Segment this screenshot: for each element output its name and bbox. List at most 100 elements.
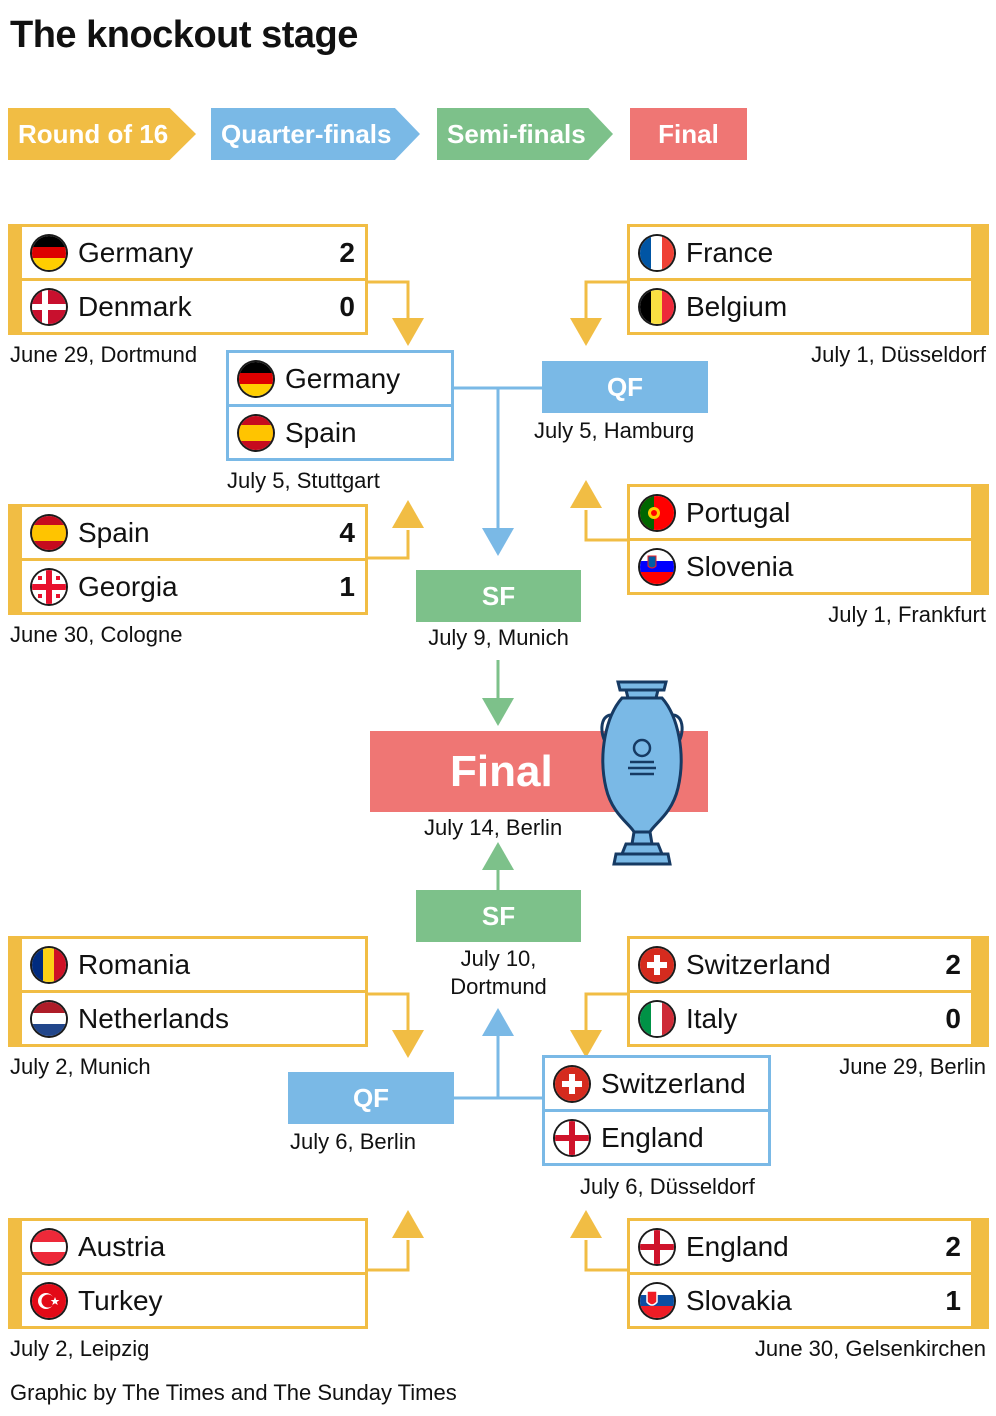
team-name: Spain <box>78 516 150 548</box>
arrow-qf-bottom <box>482 1008 514 1036</box>
team-row: Portugal <box>630 487 971 538</box>
denmark-flag-icon <box>32 289 66 324</box>
team-row: England 2 <box>630 1221 971 1272</box>
qf-bottom-left-label: QF <box>288 1072 454 1124</box>
team-row: Netherlands <box>22 993 365 1044</box>
legend-final: Final <box>630 108 747 160</box>
match-france-belgium: France Belgium <box>627 224 989 335</box>
switzerland-flag-icon <box>555 1066 589 1101</box>
team-name: France <box>686 236 774 268</box>
match-qf-switzerland-england: Switzerland England <box>542 1055 771 1166</box>
team-name: England <box>686 1230 789 1262</box>
team-score: 2 <box>339 236 355 268</box>
arrow-por-slo <box>570 480 602 508</box>
arrow-sui-ita <box>570 1030 602 1058</box>
match-date: July 1, Düsseldorf <box>811 342 986 367</box>
final-date: July 14, Berlin <box>424 815 563 840</box>
connector-rom-ned <box>366 992 410 1030</box>
credit-line: Graphic by The Times and The Sunday Time… <box>10 1380 457 1405</box>
team-row: Germany <box>229 353 451 404</box>
match-spain-georgia: Spain 4 Georgia 1 <box>8 504 368 615</box>
match-date: July 1, Frankfurt <box>828 602 986 627</box>
match-date: July 5, Stuttgart <box>227 468 380 493</box>
match-date: June 29, Berlin <box>839 1054 986 1079</box>
match-portugal-slovenia: Portugal Slovenia <box>627 484 989 595</box>
trophy-icon <box>600 680 684 866</box>
team-row: Germany 2 <box>22 227 365 278</box>
team-name: Turkey <box>78 1284 163 1316</box>
team-row: Romania <box>22 939 365 990</box>
team-score: 1 <box>945 1284 961 1316</box>
match-qf-germany-spain: Germany Spain <box>226 350 454 461</box>
team-row: Italy 0 <box>630 993 971 1044</box>
romania-flag-icon <box>32 947 66 982</box>
sf-bottom-date-line1: July 10, <box>460 946 537 971</box>
belgium-flag-icon <box>640 289 674 324</box>
connector-fra-bel <box>584 280 628 318</box>
sf-top-label: SF <box>416 570 581 622</box>
arrow-sf-top <box>482 698 514 726</box>
arrow-ger-den <box>392 318 424 346</box>
spain-flag-icon <box>32 515 66 550</box>
turkey-flag-icon <box>32 1283 66 1318</box>
team-row: Denmark 0 <box>22 281 365 332</box>
team-name: Germany <box>78 236 194 268</box>
arrow-rom-ned <box>392 1030 424 1058</box>
team-score: 0 <box>945 1002 961 1034</box>
team-score: 4 <box>339 516 355 548</box>
match-date: July 2, Munich <box>10 1054 151 1079</box>
team-name: Georgia <box>78 570 178 602</box>
austria-flag-icon <box>32 1229 66 1264</box>
arrow-sf-bottom <box>482 842 514 870</box>
team-row: Slovenia <box>630 541 971 592</box>
team-row: Spain <box>229 407 451 458</box>
sf-top-date: July 9, Munich <box>428 625 569 650</box>
legend-round-of-16: Round of 16 <box>8 108 196 160</box>
team-name: Denmark <box>78 290 192 322</box>
team-row: Switzerland 2 <box>630 939 971 990</box>
match-switzerland-italy: Switzerland 2 Italy 0 <box>627 936 989 1047</box>
team-name: Spain <box>285 416 357 448</box>
team-row: Belgium <box>630 281 971 332</box>
qf-bottom-left-date: July 6, Berlin <box>290 1129 416 1154</box>
connector-aut-tur <box>366 1240 410 1272</box>
team-name: Portugal <box>686 496 791 528</box>
italy-flag-icon <box>640 1001 674 1036</box>
connector-ger-den <box>366 280 410 318</box>
connector-sui-ita <box>584 992 628 1030</box>
connector-esp-geo <box>366 530 410 560</box>
team-row: France <box>630 227 971 278</box>
team-row: England <box>545 1112 768 1163</box>
sf-bottom-label: SF <box>416 890 581 942</box>
arrow-aut-tur <box>392 1210 424 1238</box>
match-germany-denmark: Germany 2 Denmark 0 <box>8 224 368 335</box>
match-date: June 30, Cologne <box>10 622 183 647</box>
team-row: Georgia 1 <box>22 561 365 612</box>
arrow-eng-svk <box>570 1210 602 1238</box>
team-name: Romania <box>78 948 191 980</box>
team-row: Turkey <box>22 1275 365 1326</box>
match-romania-netherlands: Romania Netherlands <box>8 936 368 1047</box>
netherlands-flag-icon <box>32 1001 66 1036</box>
team-row: Spain 4 <box>22 507 365 558</box>
team-name: Italy <box>686 1002 738 1034</box>
match-date: July 2, Leipzig <box>10 1336 150 1361</box>
qf-top-right-label: QF <box>542 361 708 413</box>
slovenia-flag-icon <box>640 549 674 584</box>
page-title: The knockout stage <box>10 14 358 56</box>
match-england-slovakia: England 2 Slovakia 1 <box>627 1218 989 1329</box>
team-score: 0 <box>339 290 355 322</box>
team-score: 1 <box>339 570 355 602</box>
team-row: Switzerland <box>545 1058 768 1109</box>
team-name: Switzerland <box>686 948 831 980</box>
team-row: Austria <box>22 1221 365 1272</box>
germany-flag-icon <box>239 361 273 396</box>
connector-eng-svk <box>584 1240 628 1272</box>
germany-flag-icon <box>32 235 66 270</box>
arrow-esp-geo <box>392 500 424 528</box>
slovakia-flag-icon <box>640 1283 674 1318</box>
england-flag-icon <box>555 1120 589 1155</box>
team-score: 2 <box>945 1230 961 1262</box>
team-score: 2 <box>945 948 961 980</box>
